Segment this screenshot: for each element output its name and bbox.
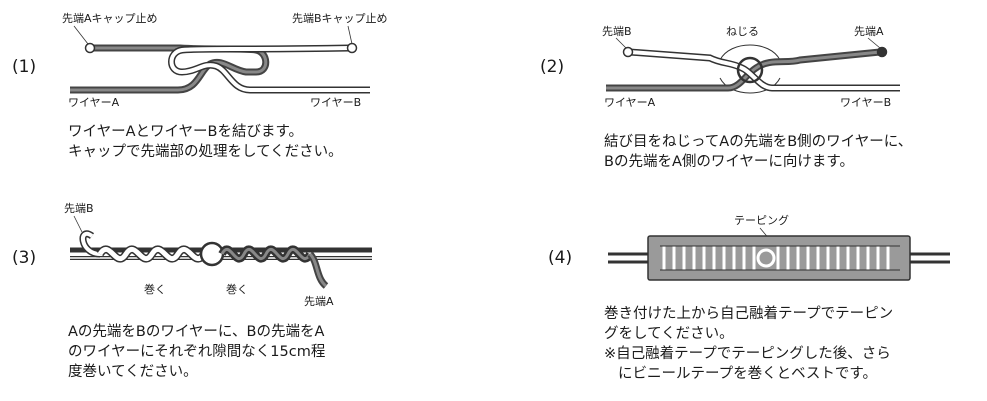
- wire-b: [629, 48, 900, 92]
- step-1-diagram: 先端Aキャップ止め 先端Bキャップ止め ワイヤーA ワイヤーB: [62, 12, 388, 109]
- twist-label: ねじる: [726, 25, 759, 38]
- tip-b-label: 先端B: [602, 25, 632, 38]
- step-2-diagram: 先端B ねじる 先端A ワイヤーA ワイヤーB: [602, 25, 900, 109]
- wrap-right-label: 巻く: [226, 283, 248, 296]
- step-3-line-1: Aの先端をBのワイヤーに、Bの先端をA: [68, 324, 325, 340]
- wrap-left-label: 巻く: [144, 283, 166, 296]
- tip-a-label: 先端A: [854, 25, 884, 38]
- wrap-left: [96, 245, 208, 263]
- step-1-line-1: ワイヤーAとワイヤーBを結びます。: [68, 124, 304, 140]
- wire-b-label: ワイヤーB: [840, 96, 891, 109]
- wire-a-label: ワイヤーA: [68, 96, 120, 109]
- step-2-description: 結び目をねじってAの先端をB側のワイヤーに、 Bの先端をA側のワイヤーに向けます…: [604, 132, 912, 172]
- cap-b-marker: [346, 42, 358, 54]
- step-2-number: (2): [540, 57, 565, 77]
- taping-label: テーピング: [734, 213, 789, 227]
- step-1-line-2: キャップで先端部の処理をしてください。: [68, 144, 343, 160]
- step-4-line-1: 巻き付けた上から自己融着テープでテーピン: [604, 306, 894, 322]
- cap-b-label: 先端Bキャップ止め: [292, 12, 388, 25]
- step-4-line-3: ※自己融着テープでテーピングした後、さら: [604, 346, 891, 362]
- step-4-line-2: グをしてください。: [604, 326, 734, 342]
- twist-arrow: [719, 44, 781, 61]
- wire-b: [168, 44, 370, 94]
- step-3-diagram: 先端B 巻く 巻く 先端A: [64, 202, 372, 308]
- step-4-line-4: にビニールテープを巻くとベストです。: [618, 366, 877, 382]
- step-4-number: (4): [548, 248, 573, 268]
- wrap-pattern: [662, 246, 890, 270]
- wire-b-label: ワイヤーB: [310, 96, 361, 109]
- step-1-description: ワイヤーAとワイヤーBを結びます。 キャップで先端部の処理をしてください。: [68, 122, 343, 162]
- wire-a: [606, 48, 881, 92]
- knot: [199, 241, 225, 267]
- step-3-line-2: のワイヤーにそれぞれ隙間なく15cm程: [68, 344, 326, 360]
- step-3-description: Aの先端をBのワイヤーに、Bの先端をA のワイヤーにそれぞれ隙間なく15cm程 …: [68, 322, 325, 382]
- cap-a-marker: [84, 42, 96, 54]
- knot: [736, 56, 764, 84]
- tip-b-label: 先端B: [64, 202, 94, 215]
- wrap-right: [218, 245, 314, 263]
- step-2-line-2: Bの先端をA側のワイヤーに向けます。: [604, 154, 854, 170]
- step-3-number: (3): [12, 248, 37, 268]
- wire-a-label: ワイヤーA: [604, 96, 656, 109]
- tip-a-label: 先端A: [304, 295, 334, 308]
- cap-a-label: 先端Aキャップ止め: [62, 12, 158, 25]
- step-1-number: (1): [12, 57, 37, 77]
- step-2-line-1: 結び目をねじってAの先端をB側のワイヤーに、: [604, 134, 913, 150]
- step-4-description: 巻き付けた上から自己融着テープでテーピン グをしてください。 ※自己融着テープで…: [604, 304, 893, 384]
- step-3-line-3: 度巻いてください。: [68, 364, 198, 380]
- step-4-diagram: テーピング: [608, 213, 950, 281]
